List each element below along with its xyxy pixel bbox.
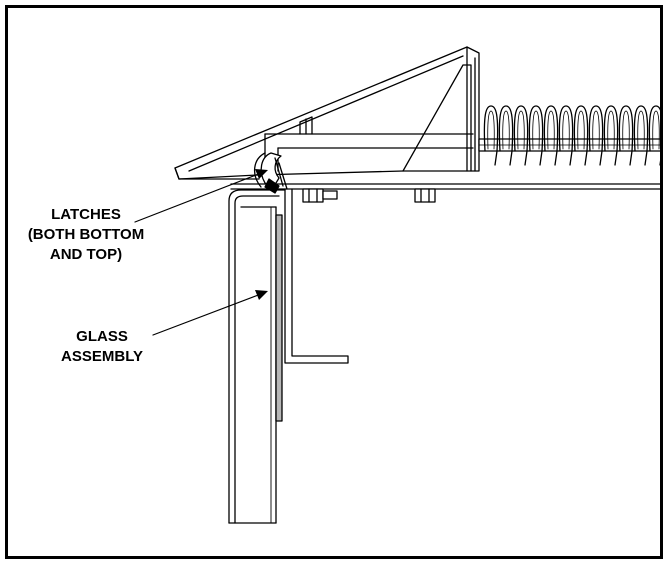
leader-arrows <box>134 169 268 336</box>
spring-coil-inner <box>577 110 585 150</box>
diagram-frame: LATCHES (BOTH BOTTOM AND TOP) GLASS ASSE… <box>5 5 663 559</box>
spring-coil <box>558 105 574 166</box>
glass-assembly-callout-line1: GLASS <box>76 328 128 345</box>
spring-coil <box>588 105 604 166</box>
spring-coil <box>543 105 559 166</box>
spring-coil <box>648 105 660 166</box>
spring-coil <box>528 105 544 166</box>
spring-coil-inner <box>652 110 660 150</box>
spring-coil <box>573 105 589 166</box>
hinge-housing <box>174 46 480 180</box>
spring-coil <box>483 105 499 166</box>
spring-coil-inner <box>532 110 540 150</box>
spring-coil <box>618 105 634 166</box>
technical-drawing <box>134 46 660 524</box>
spring-coil <box>513 105 529 166</box>
latches-callout-line1: LATCHES <box>51 206 121 223</box>
coil-spring <box>483 105 660 166</box>
spring-coil-inner <box>622 110 630 150</box>
glass-assembly-callout: GLASS ASSEMBLY <box>38 327 166 367</box>
spring-coil-inner <box>562 110 570 150</box>
spring-coil <box>633 105 649 166</box>
spring-coil <box>603 105 619 166</box>
latches-callout-line3: AND TOP) <box>49 246 123 263</box>
fasteners <box>302 188 436 203</box>
spring-coil-inner <box>547 110 555 150</box>
spring-coil-inner <box>502 110 510 150</box>
spring-coil <box>498 105 514 166</box>
retaining-bracket <box>284 188 349 364</box>
glass-assembly <box>228 189 286 524</box>
latches-callout-line2: (BOTH BOTTOM <box>27 226 145 243</box>
glass-assembly-callout-line2: ASSEMBLY <box>61 348 143 365</box>
spring-coil-inner <box>517 110 525 150</box>
latch <box>254 152 288 194</box>
spring-coil-inner <box>607 110 615 150</box>
spring-coil-inner <box>637 110 645 150</box>
spring-coil-inner <box>487 110 495 150</box>
latches-callout: LATCHES (BOTH BOTTOM AND TOP) <box>12 205 160 265</box>
frame-rail <box>230 183 660 190</box>
spring-coil-inner <box>592 110 600 150</box>
